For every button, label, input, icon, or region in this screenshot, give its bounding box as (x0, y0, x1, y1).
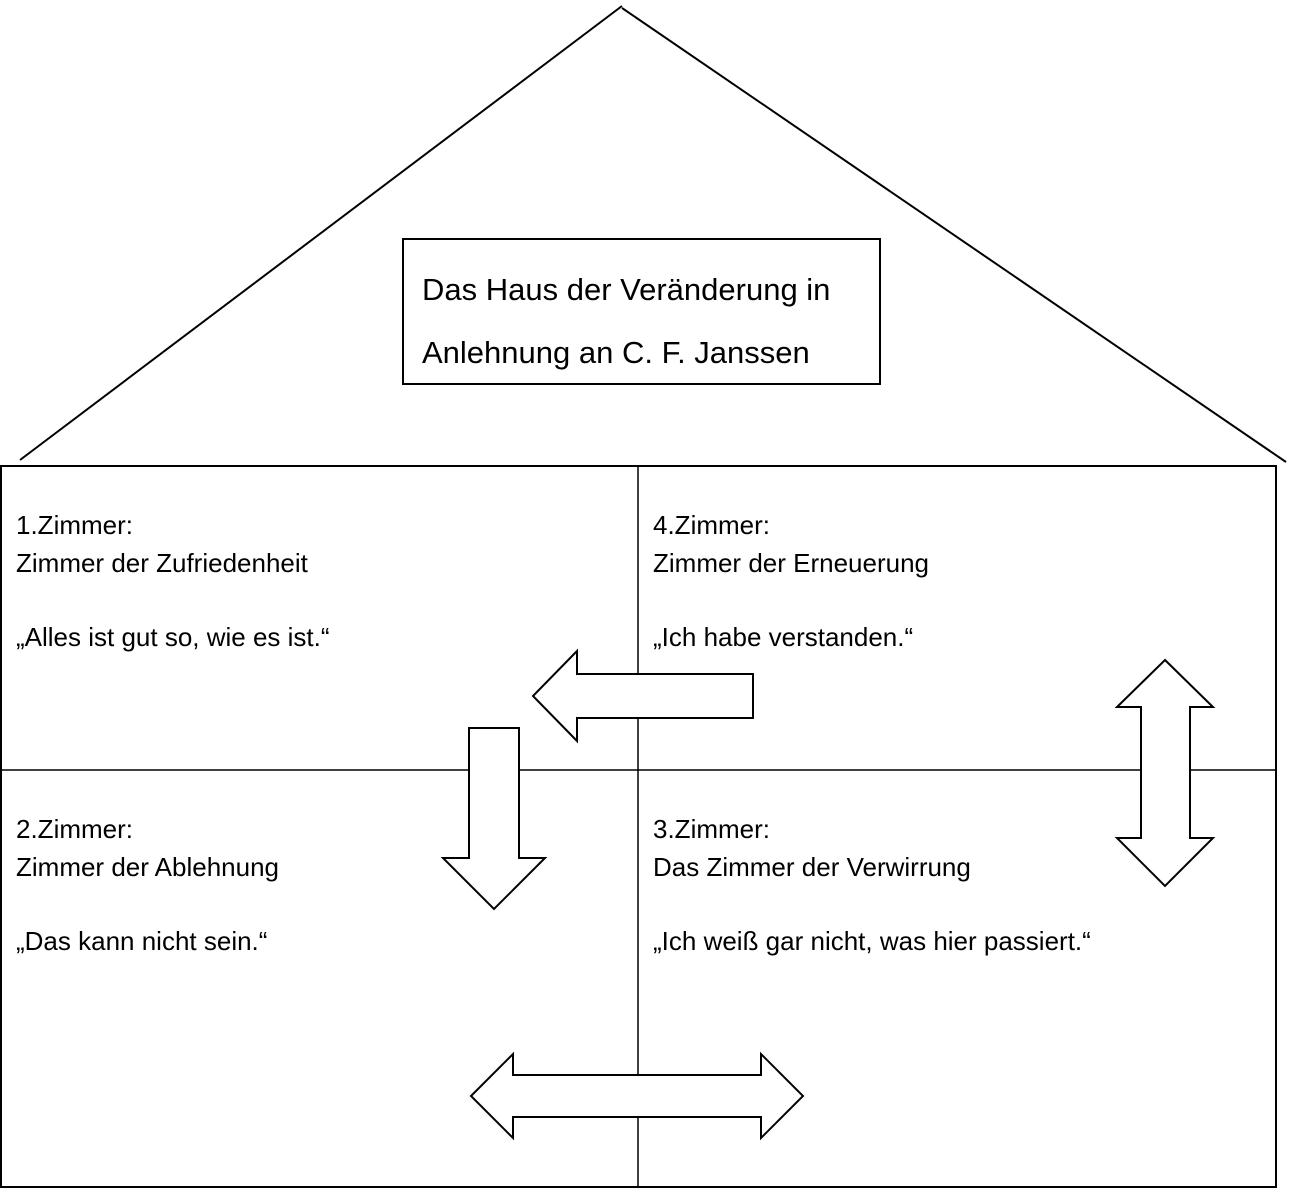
room-2-number: 2.Zimmer: (16, 814, 133, 844)
room-1-quote: „Alles ist gut so, wie es ist.“ (16, 622, 330, 652)
room-2: 2.Zimmer: Zimmer der Ablehnung „Das kann… (16, 810, 279, 960)
title-line-1: Das Haus der Veränderung in (422, 272, 831, 307)
arrow-down-icon (440, 727, 548, 911)
room-1-number: 1.Zimmer: (16, 510, 133, 540)
room-3-number: 3.Zimmer: (653, 814, 770, 844)
double-arrow-horizontal-icon (469, 1051, 805, 1141)
room-2-name: Zimmer der Ablehnung (16, 852, 280, 882)
room-3-name: Das Zimmer der Verwirrung (653, 852, 971, 882)
arrow-left-icon (531, 648, 754, 744)
room-4: 4.Zimmer: Zimmer der Erneuerung „Ich hab… (653, 506, 929, 656)
title-line-2: Anlehnung an C. F. Janssen (422, 335, 810, 370)
room-1: 1.Zimmer: Zimmer der Zufriedenheit „Alle… (16, 506, 330, 656)
title-box: Das Haus der Veränderung in Anlehnung an… (402, 238, 881, 385)
room-4-quote: „Ich habe verstanden.“ (653, 622, 914, 652)
room-3: 3.Zimmer: Das Zimmer der Verwirrung „Ich… (653, 810, 1091, 960)
room-2-quote: „Das kann nicht sein.“ (16, 926, 268, 956)
room-3-quote: „Ich weiß gar nicht, was hier passiert.“ (653, 926, 1091, 956)
roof-left-line (19, 5, 623, 461)
room-1-name: Zimmer der Zufriedenheit (16, 548, 308, 578)
room-4-number: 4.Zimmer: (653, 510, 770, 540)
roof-right-line (621, 7, 1287, 463)
room-4-name: Zimmer der Erneuerung (653, 548, 929, 578)
double-arrow-vertical-icon (1114, 658, 1216, 888)
